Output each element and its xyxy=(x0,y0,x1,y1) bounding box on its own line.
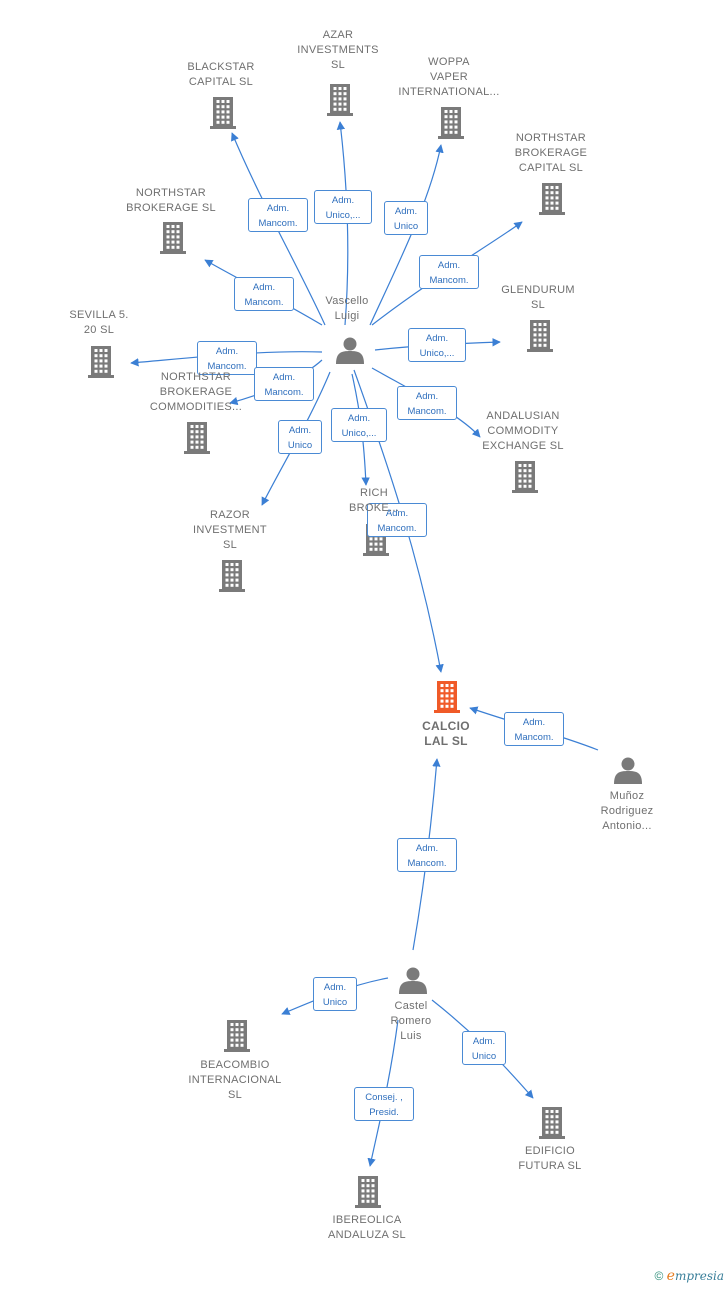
node-label-castel[interactable]: Castel Romero Luis xyxy=(390,999,432,1042)
edge-label-castel-calcio[interactable]: Adm. Mancom. xyxy=(397,838,457,872)
edge-label-vascello-northstar_sl[interactable]: Adm. Mancom. xyxy=(234,277,294,311)
edge-label-vascello-razor[interactable]: Adm. Unico xyxy=(278,420,322,454)
edge-label-vascello-rich[interactable]: Adm. Unico,... xyxy=(331,408,387,442)
node-label-northstar_sl[interactable]: NORTHSTAR BROKERAGE SL xyxy=(126,187,216,214)
node-label-rich[interactable]: RICH BROKE... xyxy=(348,487,400,514)
node-label-razor[interactable]: RAZOR INVESTMENT SL xyxy=(193,508,267,551)
footer-brand[interactable]: © empresia xyxy=(654,1268,724,1284)
person-icon-munoz[interactable] xyxy=(614,757,642,785)
building-icon-calcio[interactable] xyxy=(434,681,460,713)
person-icon-castel[interactable] xyxy=(399,967,427,995)
edge-label-vascello-glendurum[interactable]: Adm. Unico,... xyxy=(408,328,466,362)
building-icon-blackstar[interactable] xyxy=(210,97,236,129)
edge-label-vascello-northstar_cap[interactable]: Adm. Mancom. xyxy=(419,255,479,289)
building-icon-azar[interactable] xyxy=(327,84,353,116)
edge-label-castel-edificio[interactable]: Adm. Unico xyxy=(462,1031,506,1065)
node-label-sevilla[interactable]: SEVILLA 5. 20 SL xyxy=(69,309,129,336)
edge-label-vascello-sevilla[interactable]: Adm. Mancom. xyxy=(197,341,257,375)
node-label-northstar_cap[interactable]: NORTHSTAR BROKERAGE CAPITAL SL xyxy=(514,131,588,174)
edge-label-vascello-calcio[interactable]: Adm. Mancom. xyxy=(367,503,427,537)
node-label-northstar_com[interactable]: NORTHSTAR BROKERAGE COMMODITIES... xyxy=(149,370,243,413)
node-label-vascello[interactable]: Vascello Luigi xyxy=(325,295,369,322)
edge-label-vascello-andalusian[interactable]: Adm. Mancom. xyxy=(397,386,457,420)
edge-label-vascello-azar[interactable]: Adm. Unico,... xyxy=(314,190,372,224)
node-label-azar[interactable]: AZAR INVESTMENTS SL xyxy=(297,28,379,71)
building-icon-ibereolica[interactable] xyxy=(355,1176,381,1208)
node-label-woppa[interactable]: WOPPA VAPER INTERNATIONAL... xyxy=(398,55,500,98)
node-label-blackstar[interactable]: BLACKSTAR CAPITAL SL xyxy=(187,61,255,88)
edge-label-castel-ibereolica[interactable]: Consej. , Presid. xyxy=(354,1087,414,1121)
building-icon-glendurum[interactable] xyxy=(527,320,553,352)
node-label-edificio[interactable]: EDIFICIO FUTURA SL xyxy=(518,1145,582,1172)
copyright-symbol: © xyxy=(654,1269,664,1283)
edge-label-vascello-woppa[interactable]: Adm. Unico xyxy=(384,201,428,235)
edge-label-munoz-calcio[interactable]: Adm. Mancom. xyxy=(504,712,564,746)
node-label-andalusian[interactable]: ANDALUSIAN COMMODITY EXCHANGE SL xyxy=(482,409,564,452)
building-icon-edificio[interactable] xyxy=(539,1107,565,1139)
node-label-munoz[interactable]: Muñoz Rodriguez Antonio... xyxy=(600,789,654,832)
node-label-ibereolica[interactable]: IBEREOLICA ANDALUZA SL xyxy=(328,1214,406,1241)
building-icon-woppa[interactable] xyxy=(438,107,464,139)
edge-label-castel-beacombio[interactable]: Adm. Unico xyxy=(313,977,357,1011)
node-label-beacombio[interactable]: BEACOMBIO INTERNACIONAL SL xyxy=(188,1058,282,1101)
building-icon-northstar_cap[interactable] xyxy=(539,183,565,215)
node-label-glendurum[interactable]: GLENDURUM SL xyxy=(501,284,575,311)
edge-vascello-blackstar xyxy=(231,132,326,326)
edge-label-vascello-northstar_com[interactable]: Adm. Mancom. xyxy=(254,367,314,401)
edge-vascello-azar xyxy=(336,121,349,326)
building-icon-andalusian[interactable] xyxy=(512,461,538,493)
building-icon-northstar_sl[interactable] xyxy=(160,222,186,254)
brand-logo: empresia xyxy=(666,1268,724,1284)
node-label-calcio[interactable]: CALCIO LAL SL xyxy=(422,719,470,748)
building-icon-beacombio[interactable] xyxy=(224,1020,250,1052)
building-icon-sevilla[interactable] xyxy=(88,346,114,378)
edge-label-vascello-blackstar[interactable]: Adm. Mancom. xyxy=(248,198,308,232)
building-icon-northstar_com[interactable] xyxy=(184,422,210,454)
building-icon-razor[interactable] xyxy=(219,560,245,592)
person-icon-vascello[interactable] xyxy=(336,337,364,365)
